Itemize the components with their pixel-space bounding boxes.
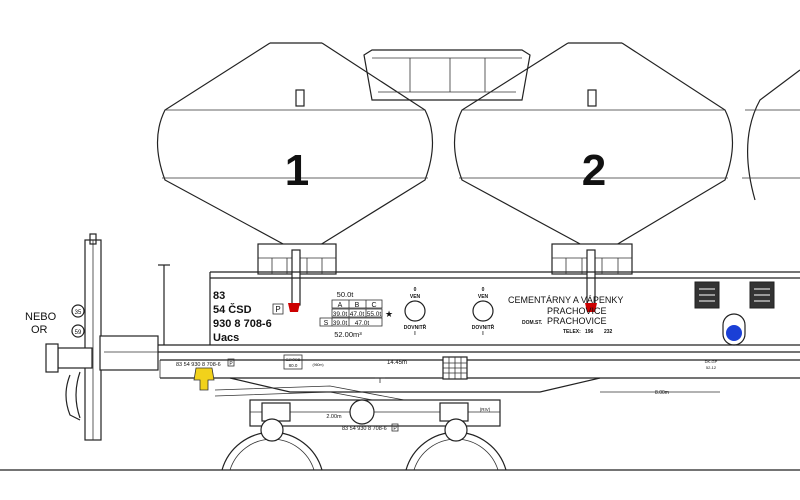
valve-bottom-label: I [482,331,484,337]
red-marker-1 [288,303,300,312]
load-cell: 39.0t [333,320,348,327]
bogie-number: 83 54 930 8 708-6 [342,426,387,432]
frame-right-dim: 8.00m [655,390,669,396]
wheel-left [221,418,323,471]
coupling-hook [65,371,81,421]
load-star: ★ [385,309,393,319]
valve-top-label: VEN [410,294,421,300]
owner-name: CEMENTÁRNY A VÁPENKY [508,295,623,305]
bogie-dim: 2.00m [326,414,342,420]
bogie-note: (RIV) [480,407,491,412]
side-label-nebo: NEBO [25,311,57,323]
load-cell: 39.0t [333,311,348,318]
wagon-body [104,271,800,379]
load-cell: 55.0t [367,311,382,318]
frame-right-code-top: DK-GP [705,359,718,364]
load-header-a: A [338,302,343,309]
wagon-number: 930 8 708-6 [213,318,272,330]
owner-city: PRACHOVICE [547,306,607,316]
grille [442,356,468,380]
valve-top-label: 0 [414,287,417,293]
valve-top-label: 0 [482,287,485,293]
inspection-window [722,313,746,346]
side-label-or: OR [31,324,48,336]
circle-label-upper: 35 [75,310,82,316]
valve-2: 0 VEN DOVNITŘ I [472,287,495,337]
load-header-c: C [371,302,376,309]
info-plate-2 [749,281,775,309]
load-table: 50.0t A B C 39.0t 47.0t 55.0t ★ S 39.0t … [319,290,393,339]
wagon-owner: 54 ČSD [213,303,252,316]
valve-top-label: VEN [478,294,489,300]
telex-suffix: 232 [604,329,613,335]
frame-right-code-bottom: 52-12 [706,365,717,370]
valve-1: 0 VEN DOVNITŘ I [404,287,427,337]
blue-marker [726,325,742,341]
load-cell: 47.0t [355,320,370,327]
owner-block: CEMENTÁRNY A VÁPENKY PRACHOVICE DOM.ST. … [508,295,623,335]
wheel-right [405,418,507,471]
load-volume: 52.00m³ [334,330,362,339]
bogie-p: P [393,426,397,432]
red-marker-2 [585,303,597,312]
frame-markings: 83 54 930 8 708-6 P CZ/ÖBB 80.0 14.45m D… [176,354,720,396]
frame-number-small: 83 54 930 8 708-6 [176,362,221,368]
frame-tare-note: (960m) [312,363,323,367]
load-row2-label: S [324,320,329,327]
valve-bottom-label: DOVNITŘ [404,323,427,331]
p-mark: P [275,305,280,314]
frame-length: 14.45m [387,360,407,366]
owner-home-label: DOM.ST. [522,320,543,326]
hopper-number: 1 [285,146,309,195]
hopper-number: 2 [582,146,606,195]
walkway-frame [363,49,531,101]
end-ladder [84,233,170,441]
wagon-id-block: 83 54 ČSD P 930 8 708-6 Uacs [213,290,284,344]
frame-table-top: CZ/ÖBB [286,357,301,362]
owner-home-city: PRACHOVICE [547,316,607,326]
info-plate-1 [694,281,720,309]
circle-label-lower: 59 [75,330,82,336]
load-top-value: 50.0t [337,290,355,299]
telex-number: 196 [585,329,594,335]
valve-bottom-label: I [414,331,416,337]
hopper-1: 1 [156,42,434,306]
frame-p-small: P [229,361,233,367]
hopper-3-partial [742,69,800,201]
wagon-code: 83 [213,290,225,302]
buffer [45,335,159,373]
frame-table-bottom: 80.0 [289,363,298,368]
valve-bottom-label: DOVNITŘ [472,323,495,331]
yellow-hook [193,367,215,391]
telex-label: TELEX: [563,329,581,335]
load-cell: 47.0t [350,311,365,318]
load-header-b: B [355,302,360,309]
wagon-type: Uacs [213,332,239,344]
hopper-2: 2 [453,42,734,306]
